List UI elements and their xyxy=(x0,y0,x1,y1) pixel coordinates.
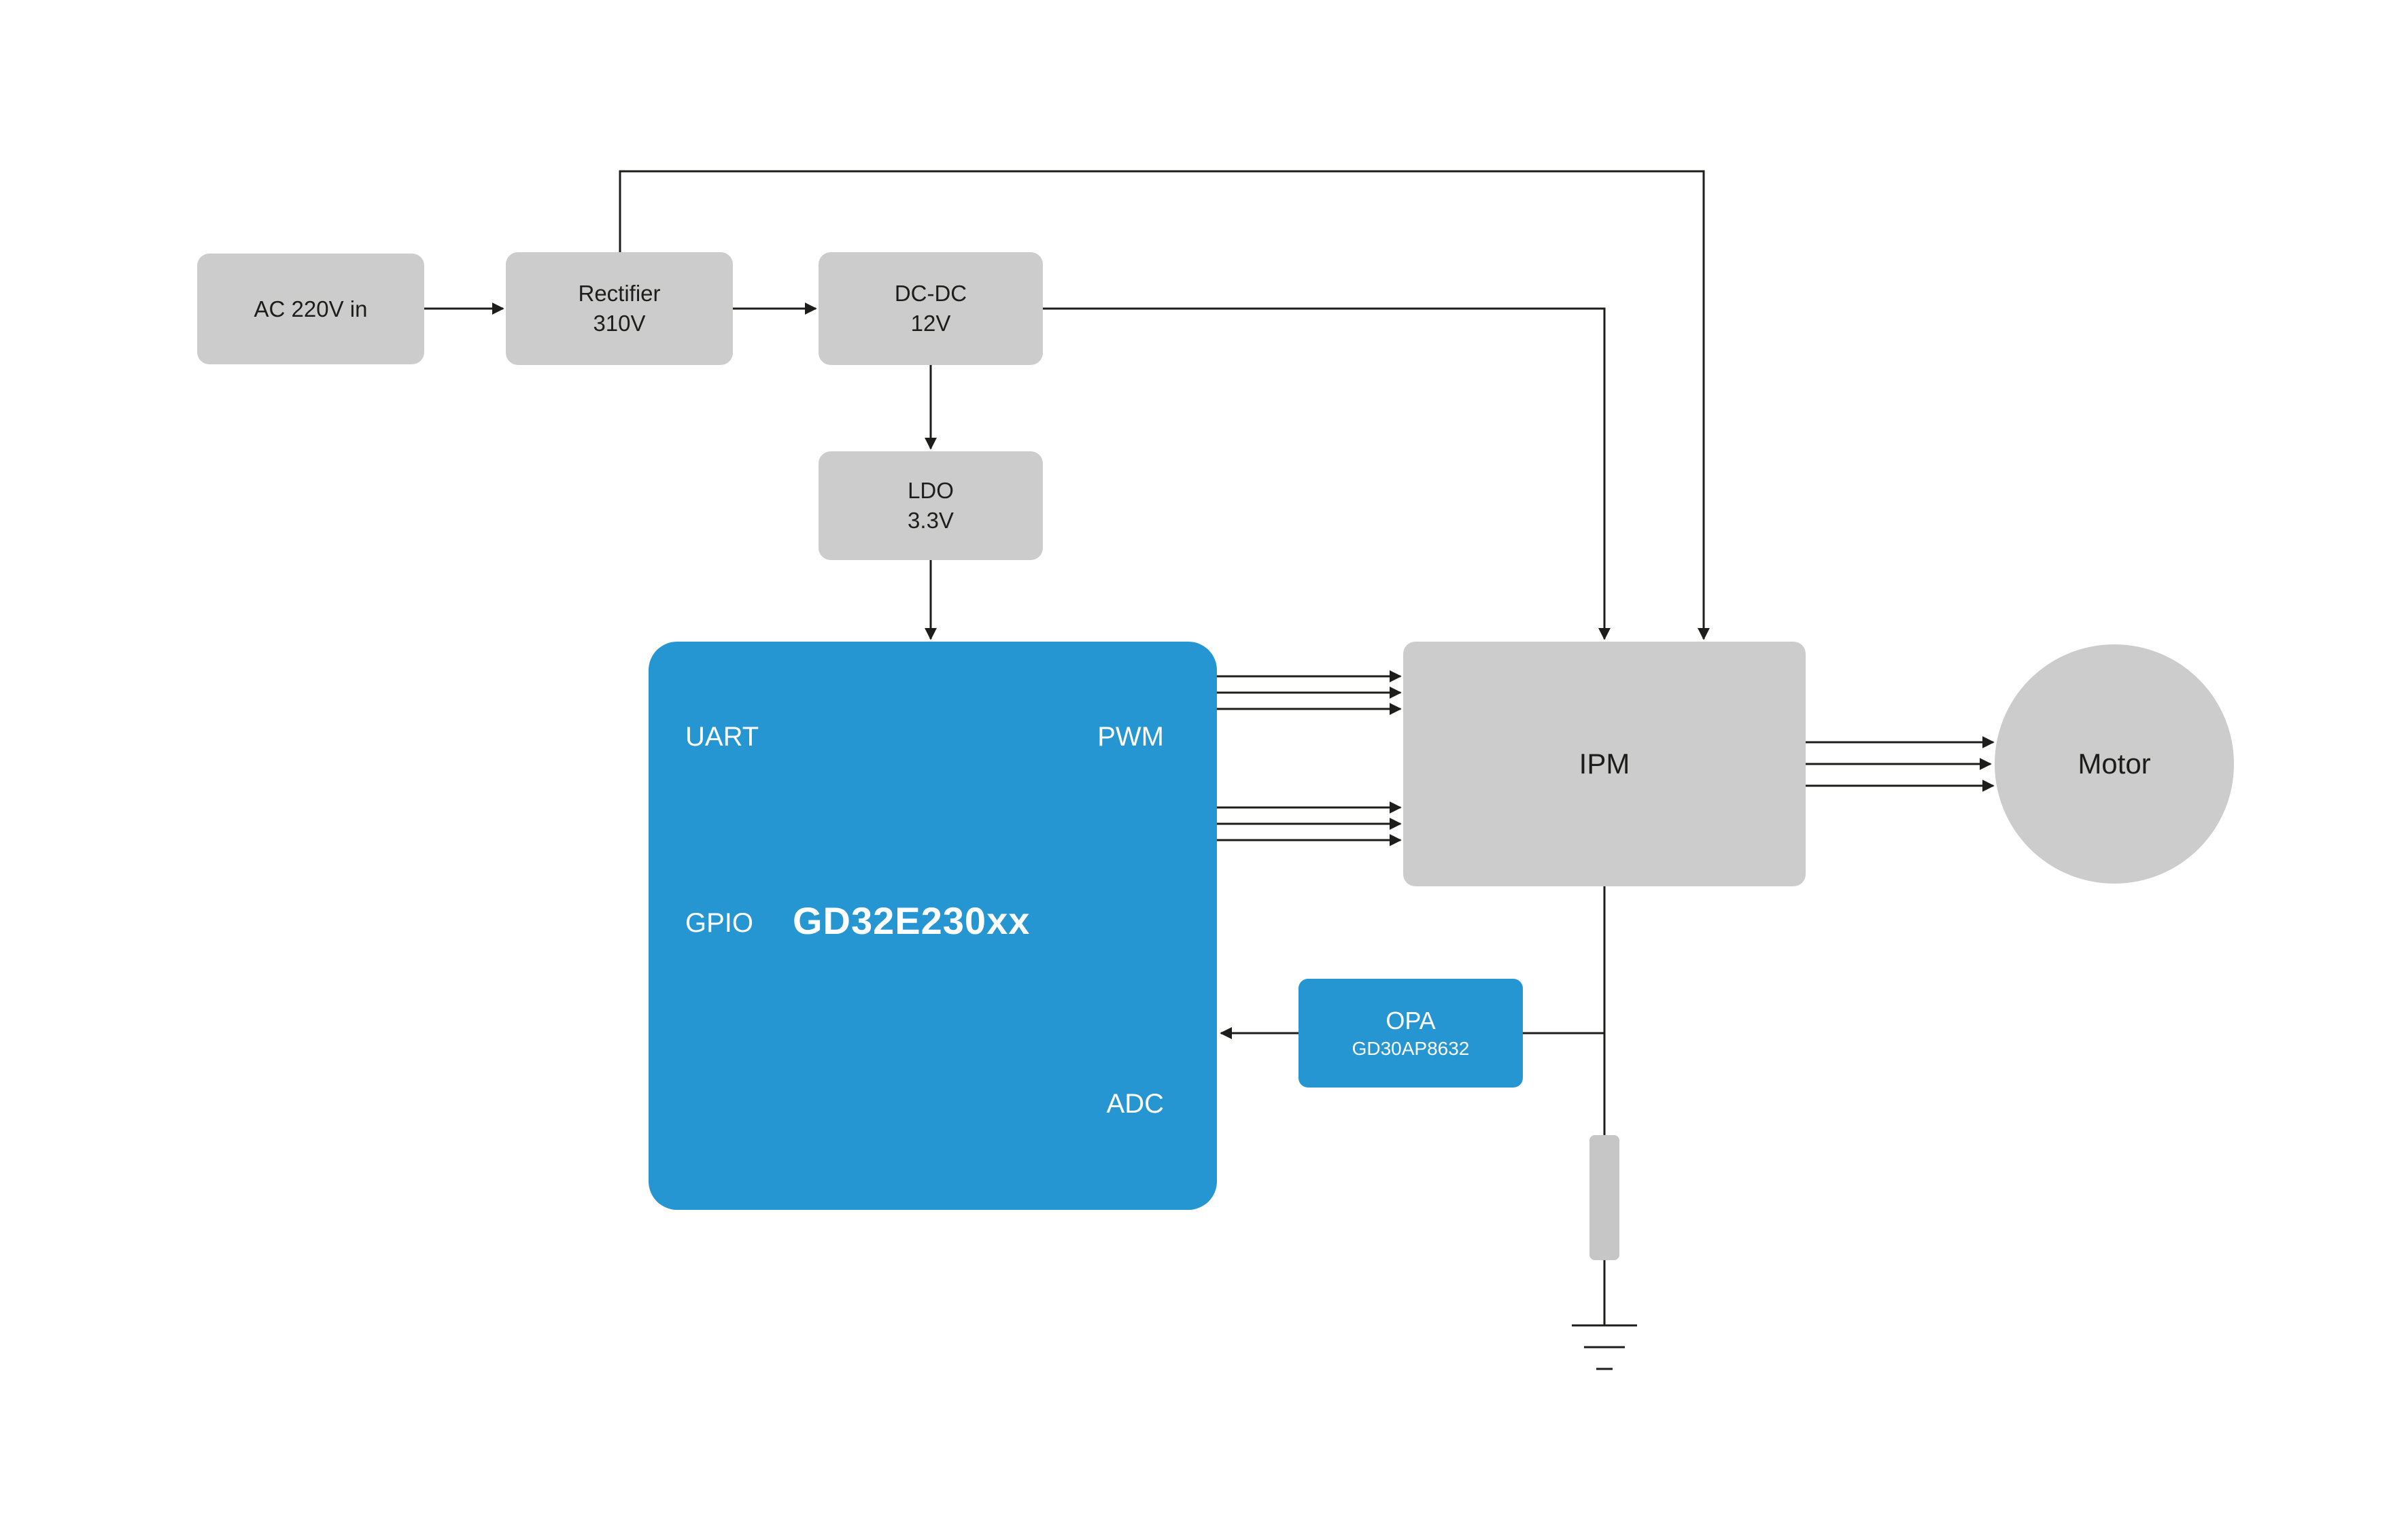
mcu-port-adc: ADC xyxy=(1106,1089,1164,1119)
node-rectifier: Rectifier 310V xyxy=(506,252,733,365)
node-rectifier-label-2: 310V xyxy=(593,311,646,336)
mcu-port-uart: UART xyxy=(685,722,759,752)
node-ac-input-label: AC 220V in xyxy=(254,296,368,321)
mcu-port-gpio: GPIO xyxy=(685,908,754,938)
wire-12v-bus-dcdc-to-ipm xyxy=(1043,307,1611,640)
node-ac-input: AC 220V in xyxy=(197,254,424,364)
wire-310v-bus-rectifier-to-ipm xyxy=(619,170,1710,640)
mcu-port-pwm: PWM xyxy=(1097,722,1164,752)
node-dcdc-converter: DC-DC 12V xyxy=(819,252,1043,365)
mcu-part-number: GD32E230xx xyxy=(793,899,1031,942)
node-dcdc-label-1: DC-DC xyxy=(894,281,967,306)
node-opa: OPA GD30AP8632 xyxy=(1298,979,1523,1088)
node-ldo-label-2: 3.3V xyxy=(908,508,954,533)
node-ldo-regulator: LDO 3.3V xyxy=(819,451,1043,560)
node-dcdc-label-2: 12V xyxy=(910,311,951,336)
shunt-resistor xyxy=(1589,1135,1619,1260)
node-opa-label-1: OPA xyxy=(1386,1007,1436,1035)
ground-symbol xyxy=(1572,1324,1637,1370)
node-ipm-label: IPM xyxy=(1579,748,1630,780)
node-motor: Motor xyxy=(1995,644,2234,884)
node-motor-label: Motor xyxy=(2078,748,2151,780)
node-ldo-label-1: LDO xyxy=(908,478,954,503)
node-rectifier-label-1: Rectifier xyxy=(578,281,661,306)
node-mcu: UART PWM GPIO GD32E230xx ADC xyxy=(649,642,1217,1210)
node-ipm: IPM xyxy=(1403,642,1806,886)
node-opa-label-2: GD30AP8632 xyxy=(1352,1038,1470,1059)
